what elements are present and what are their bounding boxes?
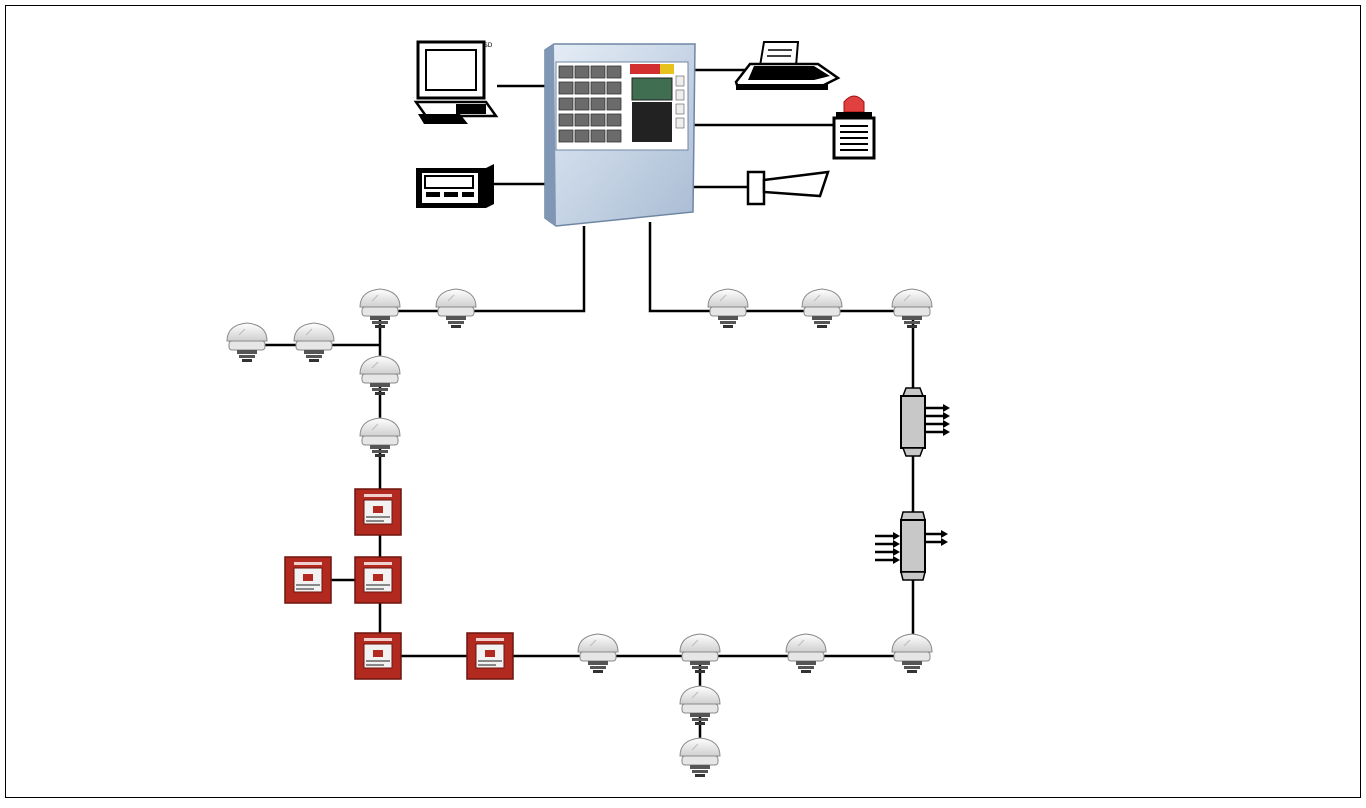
smoke-detector-icon xyxy=(293,322,335,362)
svg-text:SD: SD xyxy=(484,42,493,49)
repeater-panel-icon xyxy=(416,164,494,208)
smoke-detector-icon xyxy=(679,633,721,673)
computer-icon: SD xyxy=(413,40,499,124)
control-panel xyxy=(544,43,696,227)
smoke-detector-icon xyxy=(801,288,843,328)
manual-call-point-icon xyxy=(354,488,402,536)
manual-call-point-icon xyxy=(354,556,402,604)
smoke-detector-icon xyxy=(359,288,401,328)
smoke-detector-icon xyxy=(359,355,401,395)
wire-loop-out xyxy=(380,226,586,313)
panel-led-grid xyxy=(558,65,622,143)
horn-siren-icon xyxy=(746,170,830,206)
diagram-frame xyxy=(5,5,1361,798)
smoke-detector-icon xyxy=(891,288,933,328)
panel-side-buttons xyxy=(675,75,685,129)
input-output-module-icon xyxy=(875,511,948,581)
printer-icon xyxy=(734,41,841,90)
panel-status-yellow xyxy=(660,64,674,74)
smoke-detector-icon xyxy=(435,288,477,328)
smoke-detector-icon xyxy=(707,288,749,328)
panel-side xyxy=(545,44,556,226)
manual-call-point-icon xyxy=(466,632,514,680)
flashing-beacon-icon xyxy=(832,95,876,160)
panel-lcd-display xyxy=(631,77,673,101)
smoke-detector-icon xyxy=(577,633,619,673)
output-module-icon xyxy=(900,387,950,457)
smoke-detector-icon xyxy=(679,685,721,725)
manual-call-point-icon xyxy=(284,556,332,604)
smoke-detector-icon xyxy=(226,322,268,362)
smoke-detector-icon xyxy=(679,737,721,777)
manual-call-point-icon xyxy=(354,632,402,680)
smoke-detector-icon xyxy=(891,633,933,673)
panel-status-red xyxy=(630,64,660,74)
wire-loop-return xyxy=(648,222,913,313)
smoke-detector-icon xyxy=(785,633,827,673)
panel-keypad xyxy=(632,102,672,142)
field-devices xyxy=(226,288,950,777)
smoke-detector-icon xyxy=(359,417,401,457)
